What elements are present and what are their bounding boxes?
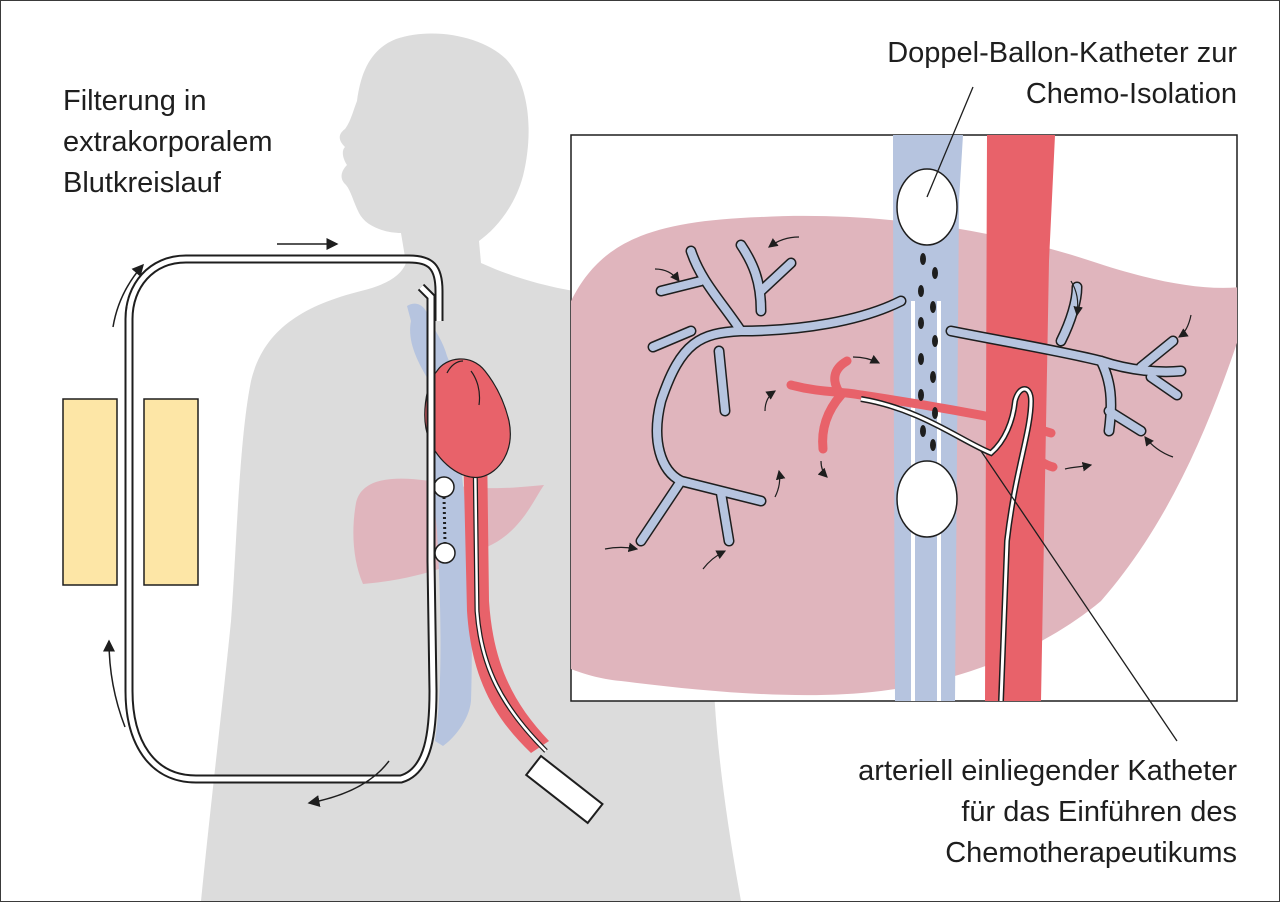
leader-arterial (980, 450, 1178, 742)
aorta-large (985, 135, 1055, 701)
heart (424, 358, 511, 479)
flow-arrow-lower-left (103, 639, 126, 728)
label-line: Chemo-Isolation (1025, 78, 1237, 110)
balloon-large-lower (896, 460, 958, 538)
label-line: Doppel-Ballon-Katheter zur (887, 37, 1237, 69)
catheter-hub (524, 754, 604, 825)
label-line: Blutkreislauf (63, 167, 221, 199)
flow-arrow-bottom (307, 760, 390, 807)
label-line: Filterung in (63, 85, 207, 117)
extracorporeal-circuit (124, 254, 444, 784)
hepatic-arteries (786, 356, 1058, 472)
aorta-small (463, 441, 549, 753)
balloon-small-lower (434, 542, 456, 564)
filter-block-right (143, 398, 199, 586)
flow-arrow-upper-left (112, 263, 144, 328)
leader-balloon (926, 86, 974, 198)
label-line: extrakorporalem (63, 126, 273, 158)
vena-cava-small (407, 303, 472, 746)
label-line: Chemotherapeutikums (945, 837, 1237, 869)
balloon-small-upper (433, 476, 455, 498)
label-double-balloon-catheter: Doppel-Ballon-Katheter zur Chemo-Isolati… (887, 33, 1237, 115)
label-arterial-catheter: arteriell einliegender Katheter für das … (858, 751, 1237, 874)
label-extracorporeal-filter: Filterung in extrakorporalem Blutkreisla… (63, 81, 273, 204)
detail-inset (570, 134, 1238, 702)
label-line: arteriell einliegender Katheter (858, 755, 1237, 787)
catheter-perforations (918, 253, 938, 451)
label-line: für das Einführen des (961, 796, 1237, 828)
balloon-large-upper (896, 168, 958, 246)
filter-block-left (62, 398, 118, 586)
